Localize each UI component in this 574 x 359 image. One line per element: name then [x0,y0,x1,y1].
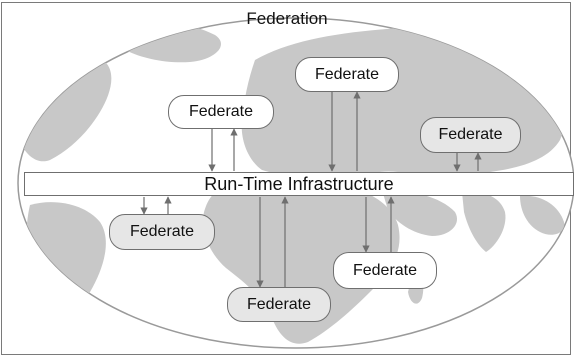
land-eurasia [241,27,571,177]
federate-node-lower-left: Federate [109,214,215,250]
federate-node-bottom-center: Federate [227,287,331,322]
land-africa [203,183,400,344]
land-south-america [26,202,106,340]
land-se-asia [520,195,565,235]
federate-node-right: Federate [420,117,521,153]
federate-node-upper-left: Federate [168,95,274,129]
federate-node-bottom-right: Federate [333,252,437,289]
diagram-title: Federation [246,9,328,28]
land-arabia [382,190,458,236]
federate-node-top-center: Federate [295,57,399,92]
rti-bar: Run-Time Infrastructure [24,172,574,196]
land-india [462,191,506,252]
